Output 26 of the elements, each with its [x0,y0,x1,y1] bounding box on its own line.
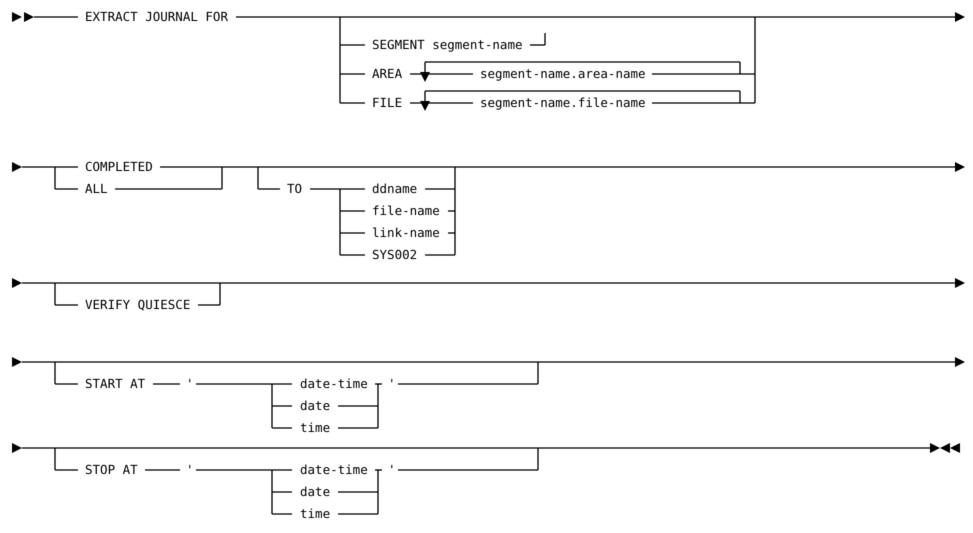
keyword-text: SYS002 [372,247,418,263]
variable-text: time [300,420,330,436]
variable-text: date-time [300,462,368,478]
variable-text: date-time [300,376,368,392]
keyword-text: STOP AT [85,462,138,478]
quote-mark: ' [388,462,396,478]
variable-text: date [300,484,330,500]
variable-text: date [300,398,330,414]
variable-text: link-name [372,225,440,241]
keyword-text: COMPLETED [85,159,153,175]
quote-mark: ' [186,376,194,392]
keyword-text: TO [287,181,302,197]
keyword-text: FILE [372,95,402,111]
variable-text: time [300,506,330,522]
variable-text: file-name [372,203,440,219]
keyword-text: AREA [372,66,402,82]
variable-text: segment-name.area-name [480,66,646,82]
quote-mark: ' [388,376,396,392]
keyword-text: VERIFY QUIESCE [85,297,190,313]
syntax-option: SEGMENT segment-name [372,37,523,53]
quote-mark: ' [186,462,194,478]
keyword-text: ALL [85,181,108,197]
variable-text: ddname [372,181,418,197]
variable-text: segment-name.file-name [480,95,646,111]
keyword-text: START AT [85,376,146,392]
keyword-text: EXTRACT JOURNAL FOR [85,9,228,25]
